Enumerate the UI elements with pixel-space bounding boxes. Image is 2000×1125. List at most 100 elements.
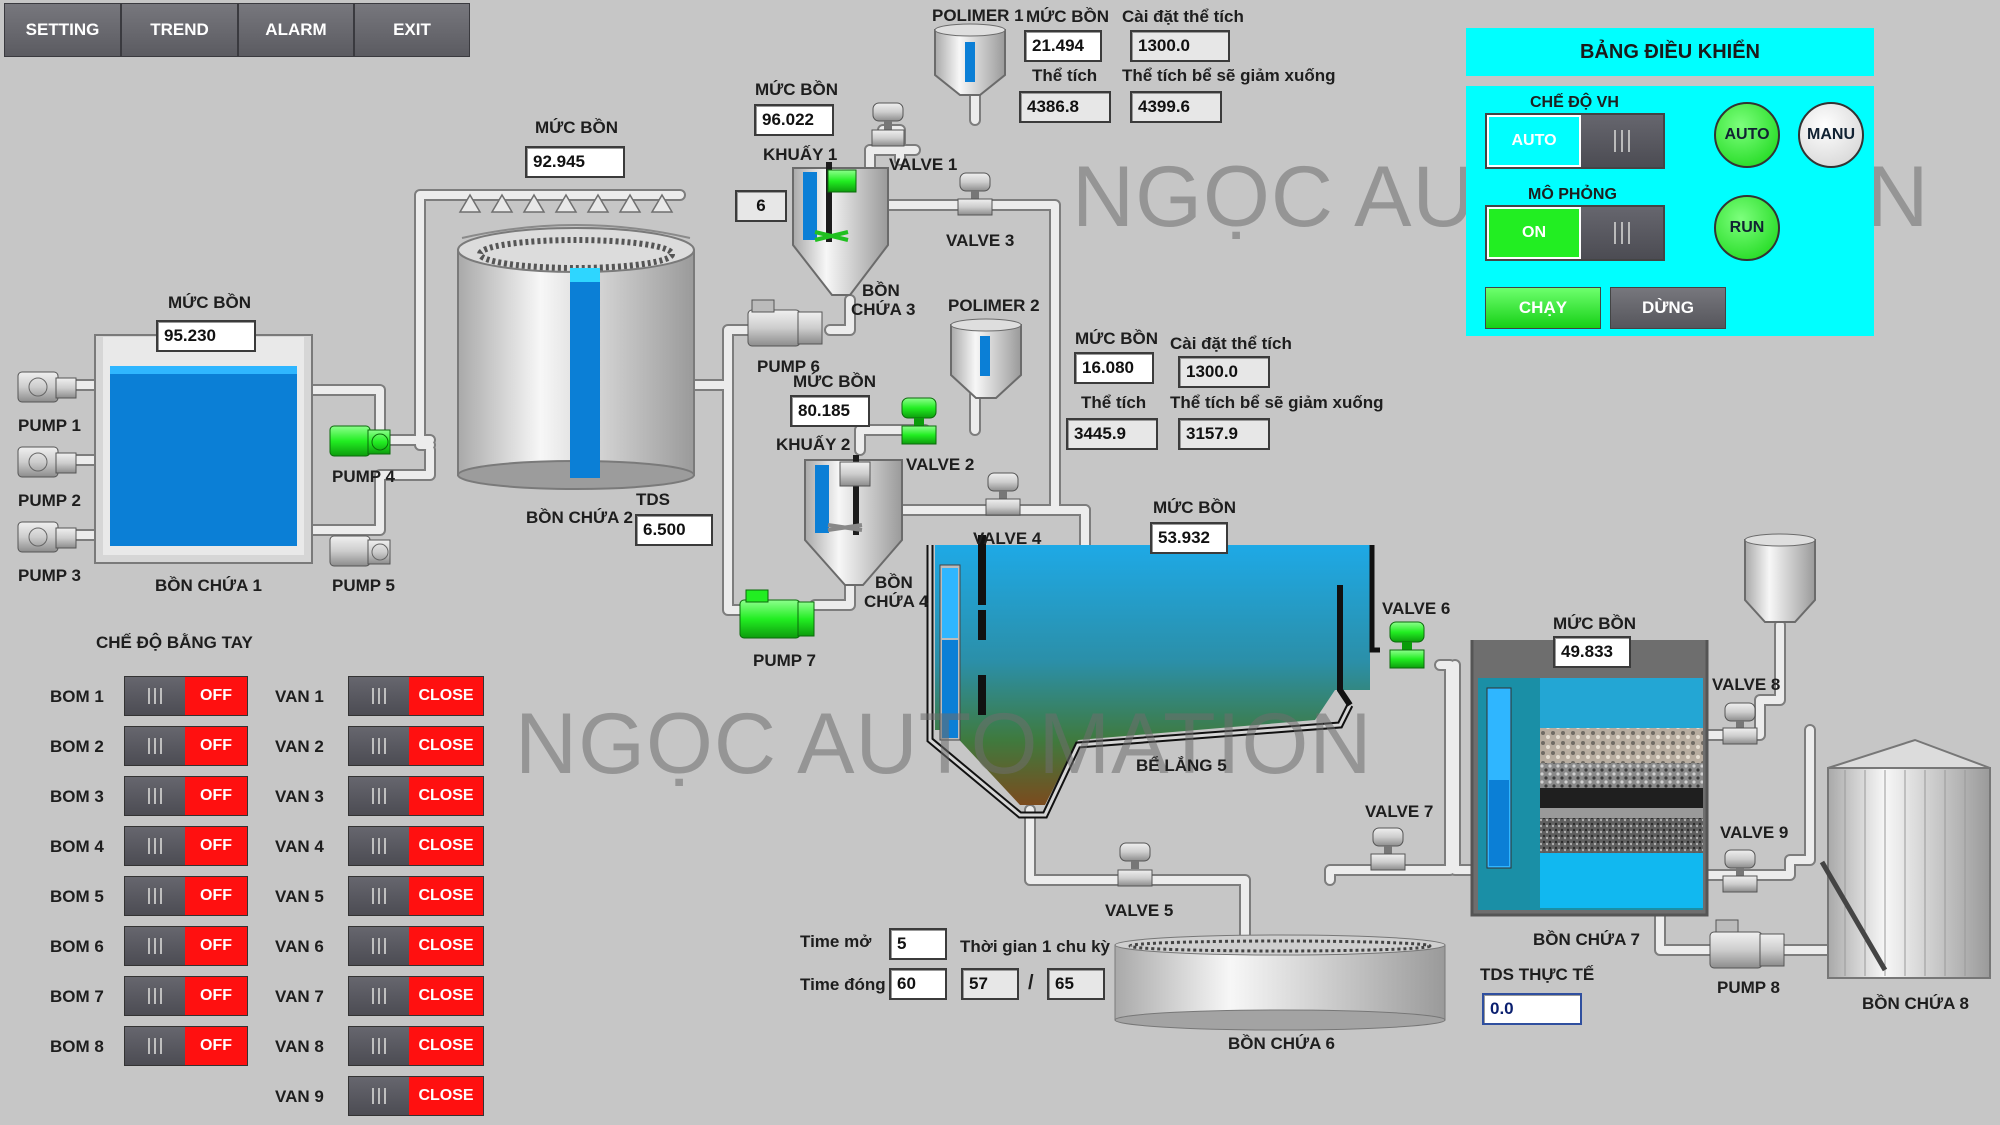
pump-2-icon[interactable] (17, 446, 77, 478)
toggle-state: OFF (185, 1027, 247, 1065)
toggle-knob (349, 877, 409, 915)
pump-1-label: PUMP 1 (18, 416, 81, 435)
valve-5-icon[interactable] (1117, 842, 1153, 887)
valve-3-icon[interactable] (957, 172, 993, 216)
pump-4-icon[interactable] (329, 425, 391, 457)
pump-8-label: PUMP 8 (1717, 978, 1780, 997)
manual-valve-label: VAN 3 (275, 787, 324, 806)
manual-valve-label: VAN 8 (275, 1037, 324, 1056)
toggle-knob (125, 677, 185, 715)
toggle-state: CLOSE (409, 1027, 483, 1065)
manual-pump-2-toggle[interactable]: OFF (124, 726, 248, 766)
mixer-1-counter: 6 (735, 190, 787, 222)
toggle-state: CLOSE (409, 727, 483, 765)
cycle-separator: / (1028, 972, 1034, 994)
polymer-2-level-label: MỨC BỒN (1075, 329, 1159, 348)
operation-mode-toggle[interactable]: AUTO (1485, 113, 1665, 169)
manual-pump-4-toggle[interactable]: OFF (124, 826, 248, 866)
simulation-label: MÔ PHỎNG (1528, 186, 1617, 203)
manual-pump-5-toggle[interactable]: OFF (124, 876, 248, 916)
toggle-knob (125, 927, 185, 965)
valve-6-label: VALVE 6 (1382, 599, 1451, 618)
manual-valve-9-toggle[interactable]: CLOSE (348, 1076, 484, 1116)
trend-button[interactable]: TREND (121, 3, 238, 57)
polymer-2-volume-value: 3445.9 (1066, 418, 1158, 450)
alarm-button[interactable]: ALARM (238, 3, 354, 57)
tank-3-level-label: MỨC BỒN (755, 80, 839, 99)
valve-4-label: VALVE 4 (973, 529, 1042, 548)
start-button[interactable]: CHẠY (1485, 287, 1601, 329)
toggle-state: OFF (185, 777, 247, 815)
toggle-state: OFF (185, 977, 247, 1015)
valve-7-label: VALVE 7 (1365, 802, 1434, 821)
pump-7-icon[interactable] (739, 589, 815, 639)
manual-pump-1-toggle[interactable]: OFF (124, 676, 248, 716)
watermark: NGỌC AUTOMATION (515, 696, 1373, 792)
manu-button[interactable]: MANU (1798, 102, 1864, 168)
toggle-knob (349, 727, 409, 765)
run-indicator: RUN (1714, 195, 1780, 261)
valve-1-label: VALVE 1 (889, 155, 958, 174)
settling-tank-5 (926, 535, 1380, 819)
polymer-1-level-label: MỨC BỒN (1026, 7, 1110, 26)
exit-button[interactable]: EXIT (354, 3, 470, 57)
valve-7-icon[interactable] (1370, 827, 1406, 871)
stop-button[interactable]: DỪNG (1610, 287, 1726, 329)
operation-mode-value: AUTO (1487, 115, 1581, 167)
tank-1-name: BỒN CHỨA 1 (155, 576, 262, 595)
valve-4-icon[interactable] (985, 472, 1021, 516)
pump-2-label: PUMP 2 (18, 491, 81, 510)
manual-valve-2-toggle[interactable]: CLOSE (348, 726, 484, 766)
manual-valve-8-toggle[interactable]: CLOSE (348, 1026, 484, 1066)
toggle-knob (125, 877, 185, 915)
manual-valve-5-toggle[interactable]: CLOSE (348, 876, 484, 916)
pump-5-label: PUMP 5 (332, 576, 395, 595)
valve-1-icon[interactable] (871, 102, 905, 147)
polymer-2-volume-label: Thể tích (1081, 393, 1147, 412)
valve-8-icon[interactable] (1722, 702, 1758, 745)
polymer-1-volume-value: 4386.8 (1019, 91, 1111, 123)
dosing-tank-8-feed (1744, 533, 1816, 623)
auto-button[interactable]: AUTO (1714, 102, 1780, 168)
valve-6-icon[interactable] (1389, 621, 1425, 669)
control-panel-header: BẢNG ĐIỀU KHIỂN (1466, 28, 1874, 76)
toggle-knob (125, 827, 185, 865)
tank-5-name: BỂ LẮNG 5 (1136, 756, 1227, 775)
toggle-knob (125, 727, 185, 765)
manual-valve-7-toggle[interactable]: CLOSE (348, 976, 484, 1016)
manual-valve-1-toggle[interactable]: CLOSE (348, 676, 484, 716)
toggle-knob (349, 1077, 409, 1115)
manual-valve-4-toggle[interactable]: CLOSE (348, 826, 484, 866)
tank-1-water (110, 366, 297, 546)
simulation-value: ON (1487, 207, 1581, 259)
manual-pump-label: BOM 3 (50, 787, 104, 806)
manual-pump-7-toggle[interactable]: OFF (124, 976, 248, 1016)
manual-pump-label: BOM 5 (50, 887, 104, 906)
pump-8-icon[interactable] (1709, 919, 1785, 969)
polymer-1-name: POLIMER 1 (932, 6, 1024, 25)
tank-7-name: BỒN CHỨA 7 (1533, 930, 1640, 949)
pump-6-icon[interactable] (747, 299, 823, 347)
tank-8 (1819, 738, 1991, 979)
manual-pump-8-toggle[interactable]: OFF (124, 1026, 248, 1066)
polymer-1-reduce-value: 4399.6 (1130, 91, 1222, 123)
tank-1-level-value: 95.230 (156, 320, 256, 352)
tank-4-level-value: 80.185 (790, 395, 870, 427)
polymer-1-reduce-label: Thể tích bể sẽ giảm xuống (1122, 66, 1336, 85)
time-close-input[interactable]: 60 (889, 968, 947, 1000)
setting-button[interactable]: SETTING (4, 3, 121, 57)
operation-mode-label: CHẾ ĐỘ VH (1530, 94, 1619, 111)
valve-9-icon[interactable] (1722, 849, 1758, 893)
simulation-toggle[interactable]: ON (1485, 205, 1665, 261)
pump-5-icon[interactable] (329, 535, 391, 567)
manual-valve-3-toggle[interactable]: CLOSE (348, 776, 484, 816)
pump-1-icon[interactable] (17, 371, 77, 403)
manual-pump-3-toggle[interactable]: OFF (124, 776, 248, 816)
manual-pump-6-toggle[interactable]: OFF (124, 926, 248, 966)
tank-3-name-line1: BỒN (862, 281, 900, 300)
manual-valve-6-toggle[interactable]: CLOSE (348, 926, 484, 966)
valve-2-icon[interactable] (901, 397, 937, 445)
pump-3-icon[interactable] (17, 521, 77, 553)
polymer-2-name: POLIMER 2 (948, 296, 1040, 315)
time-open-input[interactable]: 5 (889, 928, 947, 960)
